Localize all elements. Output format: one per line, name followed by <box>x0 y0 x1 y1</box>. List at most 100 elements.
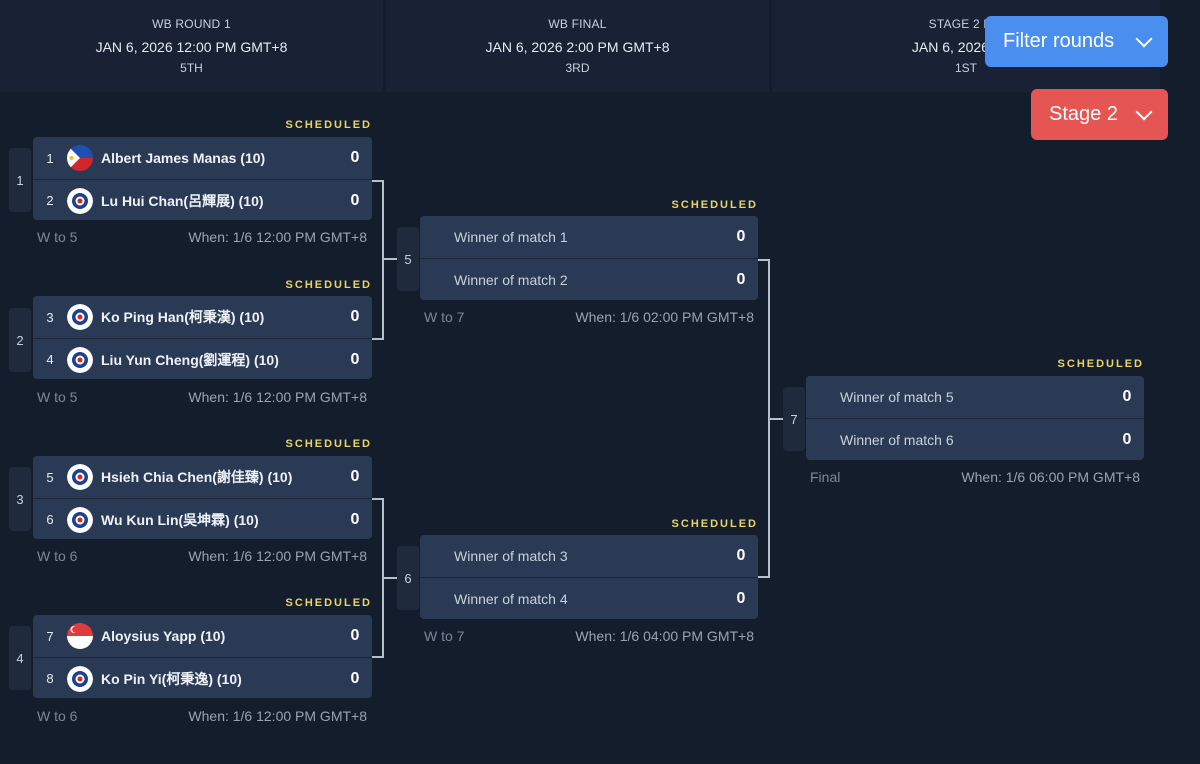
round-header-wb-final: WB FINAL JAN 6, 2026 2:00 PM GMT+8 3RD <box>386 0 769 92</box>
bracket-connector <box>768 418 783 420</box>
player-name: Ko Pin Yi(柯秉逸) (10) <box>101 670 242 687</box>
match-6-player-2[interactable]: Winner of match 4 0 <box>420 577 758 619</box>
match-1-player-1[interactable]: 1 Albert James Manas (10) 0 <box>33 137 372 179</box>
seed: 2 <box>46 193 54 208</box>
match-time: When: 1/6 02:00 PM GMT+8 <box>575 309 754 325</box>
seed: 7 <box>46 628 54 644</box>
match-7-player-1[interactable]: Winner of match 5 0 <box>806 376 1144 418</box>
match-2-card[interactable]: 3 Ko Ping Han(柯秉漢) (10) 0 4 Liu Yun Chen… <box>33 296 372 379</box>
match-2-number: 2 <box>9 308 31 372</box>
tpe-flag-icon <box>67 187 93 214</box>
tpe-flag-icon <box>67 346 93 373</box>
chevron-down-icon <box>1135 103 1153 120</box>
match-4-player-2[interactable]: 8 Ko Pin Yi(柯秉逸) (10) 0 <box>33 657 372 698</box>
match-6-number: 6 <box>397 546 419 610</box>
player-name: Winner of match 3 <box>454 548 568 564</box>
bracket-connector <box>372 498 384 500</box>
match-2-player-1[interactable]: 3 Ko Ping Han(柯秉漢) (10) 0 <box>33 296 372 338</box>
advance-label: W to 7 <box>424 628 465 644</box>
match-1-card[interactable]: 1 Albert James Manas (10) 0 2 Lu Hui Cha… <box>33 137 372 220</box>
bracket-connector <box>382 577 397 579</box>
match-4-card[interactable]: 7 Aloysius Yapp (10) 0 8 Ko Pin Yi(柯秉逸) … <box>33 615 372 698</box>
match-6-card[interactable]: Winner of match 3 0 Winner of match 4 0 <box>420 535 758 619</box>
player-score: 0 <box>736 228 746 245</box>
match-5-number: 5 <box>397 227 419 291</box>
advance-label: W to 7 <box>424 309 465 325</box>
match-time: When: 1/6 12:00 PM GMT+8 <box>188 548 367 564</box>
seed: 1 <box>46 150 54 166</box>
match-3-player-1[interactable]: 5 Hsieh Chia Chen(謝佳臻) (10) 0 <box>33 456 372 498</box>
round-date: JAN 6, 2026 12:00 PM GMT+8 <box>95 39 288 55</box>
round-placement: 3RD <box>565 61 590 75</box>
match-7-meta: Final When: 1/6 06:00 PM GMT+8 <box>810 469 1140 485</box>
match-2-meta: W to 5 When: 1/6 12:00 PM GMT+8 <box>37 389 367 405</box>
round-title: STAGE 2 FIN <box>928 17 1004 31</box>
tpe-flag-icon <box>67 665 93 692</box>
player-name: Albert James Manas (10) <box>101 150 266 166</box>
player-score: 0 <box>350 669 360 687</box>
bracket-connector <box>758 576 770 578</box>
match-1-player-2[interactable]: 2 Lu Hui Chan(呂輝展) (10) 0 <box>33 179 372 220</box>
match-5-player-2[interactable]: Winner of match 2 0 <box>420 258 758 300</box>
match-time: When: 1/6 12:00 PM GMT+8 <box>188 708 367 724</box>
match-3-card[interactable]: 5 Hsieh Chia Chen(謝佳臻) (10) 0 6 Wu Kun L… <box>33 456 372 539</box>
match-4-player-1[interactable]: 7 Aloysius Yapp (10) 0 <box>33 615 372 657</box>
player-name: Winner of match 1 <box>454 229 568 245</box>
bracket-connector <box>372 180 384 182</box>
match-7-card[interactable]: Winner of match 5 0 Winner of match 6 0 <box>806 376 1144 460</box>
match-time: When: 1/6 06:00 PM GMT+8 <box>961 469 1140 485</box>
player-score: 0 <box>350 468 360 485</box>
filter-rounds-button[interactable]: Filter rounds <box>985 16 1168 67</box>
match-6-meta: W to 7 When: 1/6 04:00 PM GMT+8 <box>424 628 754 644</box>
round-placement: 5TH <box>180 61 203 75</box>
round-title: WB FINAL <box>548 17 607 31</box>
player-score: 0 <box>350 149 360 166</box>
match-time: When: 1/6 12:00 PM GMT+8 <box>188 389 367 405</box>
player-score: 0 <box>350 191 360 209</box>
tpe-flag-icon <box>67 506 93 533</box>
match-3-meta: W to 6 When: 1/6 12:00 PM GMT+8 <box>37 548 367 564</box>
seed: 6 <box>46 512 54 527</box>
tpe-flag-icon <box>67 464 93 490</box>
bracket-connector <box>372 338 384 340</box>
match-3-player-2[interactable]: 6 Wu Kun Lin(吳坤霖) (10) 0 <box>33 498 372 539</box>
match-5-player-1[interactable]: Winner of match 1 0 <box>420 216 758 258</box>
match-7-player-2[interactable]: Winner of match 6 0 <box>806 418 1144 460</box>
match-4-status: SCHEDULED <box>285 597 372 609</box>
player-name: Wu Kun Lin(吳坤霖) (10) <box>101 511 259 528</box>
bracket-connector <box>758 259 770 261</box>
match-time: When: 1/6 12:00 PM GMT+8 <box>188 229 367 245</box>
sg-flag-icon <box>67 623 93 649</box>
player-score: 0 <box>736 270 746 288</box>
seed: 3 <box>46 309 54 325</box>
player-score: 0 <box>350 350 360 368</box>
player-score: 0 <box>736 547 746 564</box>
match-6-status: SCHEDULED <box>671 518 758 530</box>
bracket-connector <box>382 258 397 260</box>
match-4-number: 4 <box>9 626 31 690</box>
player-name: Hsieh Chia Chen(謝佳臻) (10) <box>101 469 293 485</box>
round-header-wb-round-1: WB ROUND 1 JAN 6, 2026 12:00 PM GMT+8 5T… <box>0 0 383 92</box>
advance-label: W to 5 <box>37 389 78 405</box>
advance-label: Final <box>810 469 841 485</box>
player-score: 0 <box>736 589 746 607</box>
player-score: 0 <box>350 627 360 644</box>
round-placement: 1ST <box>954 61 977 75</box>
seed: 5 <box>46 469 54 485</box>
bracket-connector <box>382 180 384 340</box>
player-score: 0 <box>350 308 360 325</box>
match-1-meta: W to 5 When: 1/6 12:00 PM GMT+8 <box>37 229 367 245</box>
match-3-number: 3 <box>9 467 31 531</box>
chevron-down-icon <box>1135 30 1153 47</box>
player-score: 0 <box>350 510 360 528</box>
match-4-meta: W to 6 When: 1/6 12:00 PM GMT+8 <box>37 708 367 724</box>
match-1-number: 1 <box>9 148 31 212</box>
player-name: Winner of match 4 <box>454 590 568 607</box>
match-6-player-1[interactable]: Winner of match 3 0 <box>420 535 758 577</box>
stage-select-button[interactable]: Stage 2 <box>1031 89 1168 140</box>
match-2-status: SCHEDULED <box>285 279 372 291</box>
player-score: 0 <box>1122 430 1132 448</box>
match-5-card[interactable]: Winner of match 1 0 Winner of match 2 0 <box>420 216 758 300</box>
player-name: Winner of match 6 <box>840 431 954 448</box>
match-2-player-2[interactable]: 4 Liu Yun Cheng(劉運程) (10) 0 <box>33 338 372 379</box>
